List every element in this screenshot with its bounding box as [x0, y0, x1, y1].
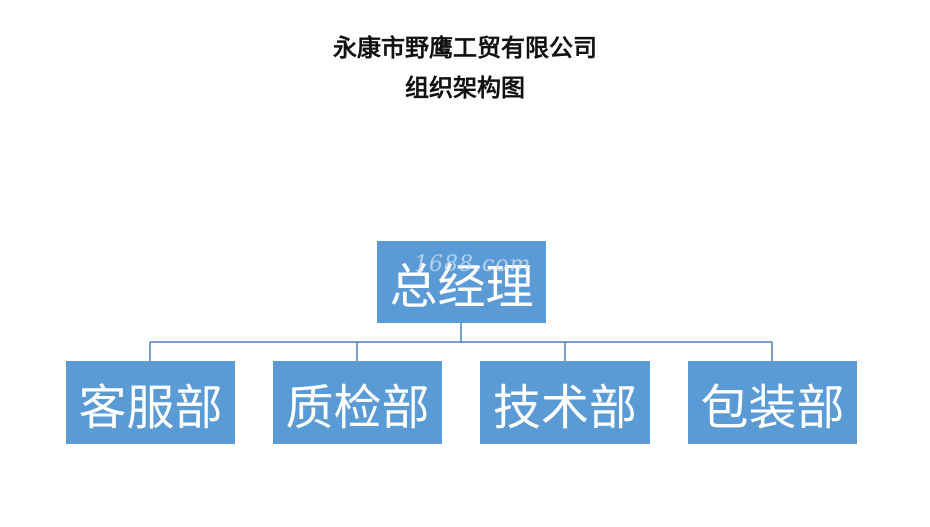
org-node-label: 质检部	[285, 379, 430, 436]
org-node-packaging: 包装部	[688, 361, 857, 444]
chart-title-company: 永康市野鹰工贸有限公司	[333, 34, 597, 62]
org-node-label: 包装部	[700, 379, 845, 436]
org-node-quality-inspection: 质检部	[273, 361, 442, 444]
org-node-label: 客服部	[78, 379, 223, 436]
org-node-label: 技术部	[492, 379, 637, 436]
org-node-customer-service: 客服部	[66, 361, 235, 444]
chart-title-subtitle: 组织架构图	[405, 74, 525, 102]
org-node-label: 总经理	[389, 259, 534, 315]
org-node-general-manager: 总经理	[377, 241, 546, 323]
org-node-technical: 技术部	[480, 361, 650, 444]
